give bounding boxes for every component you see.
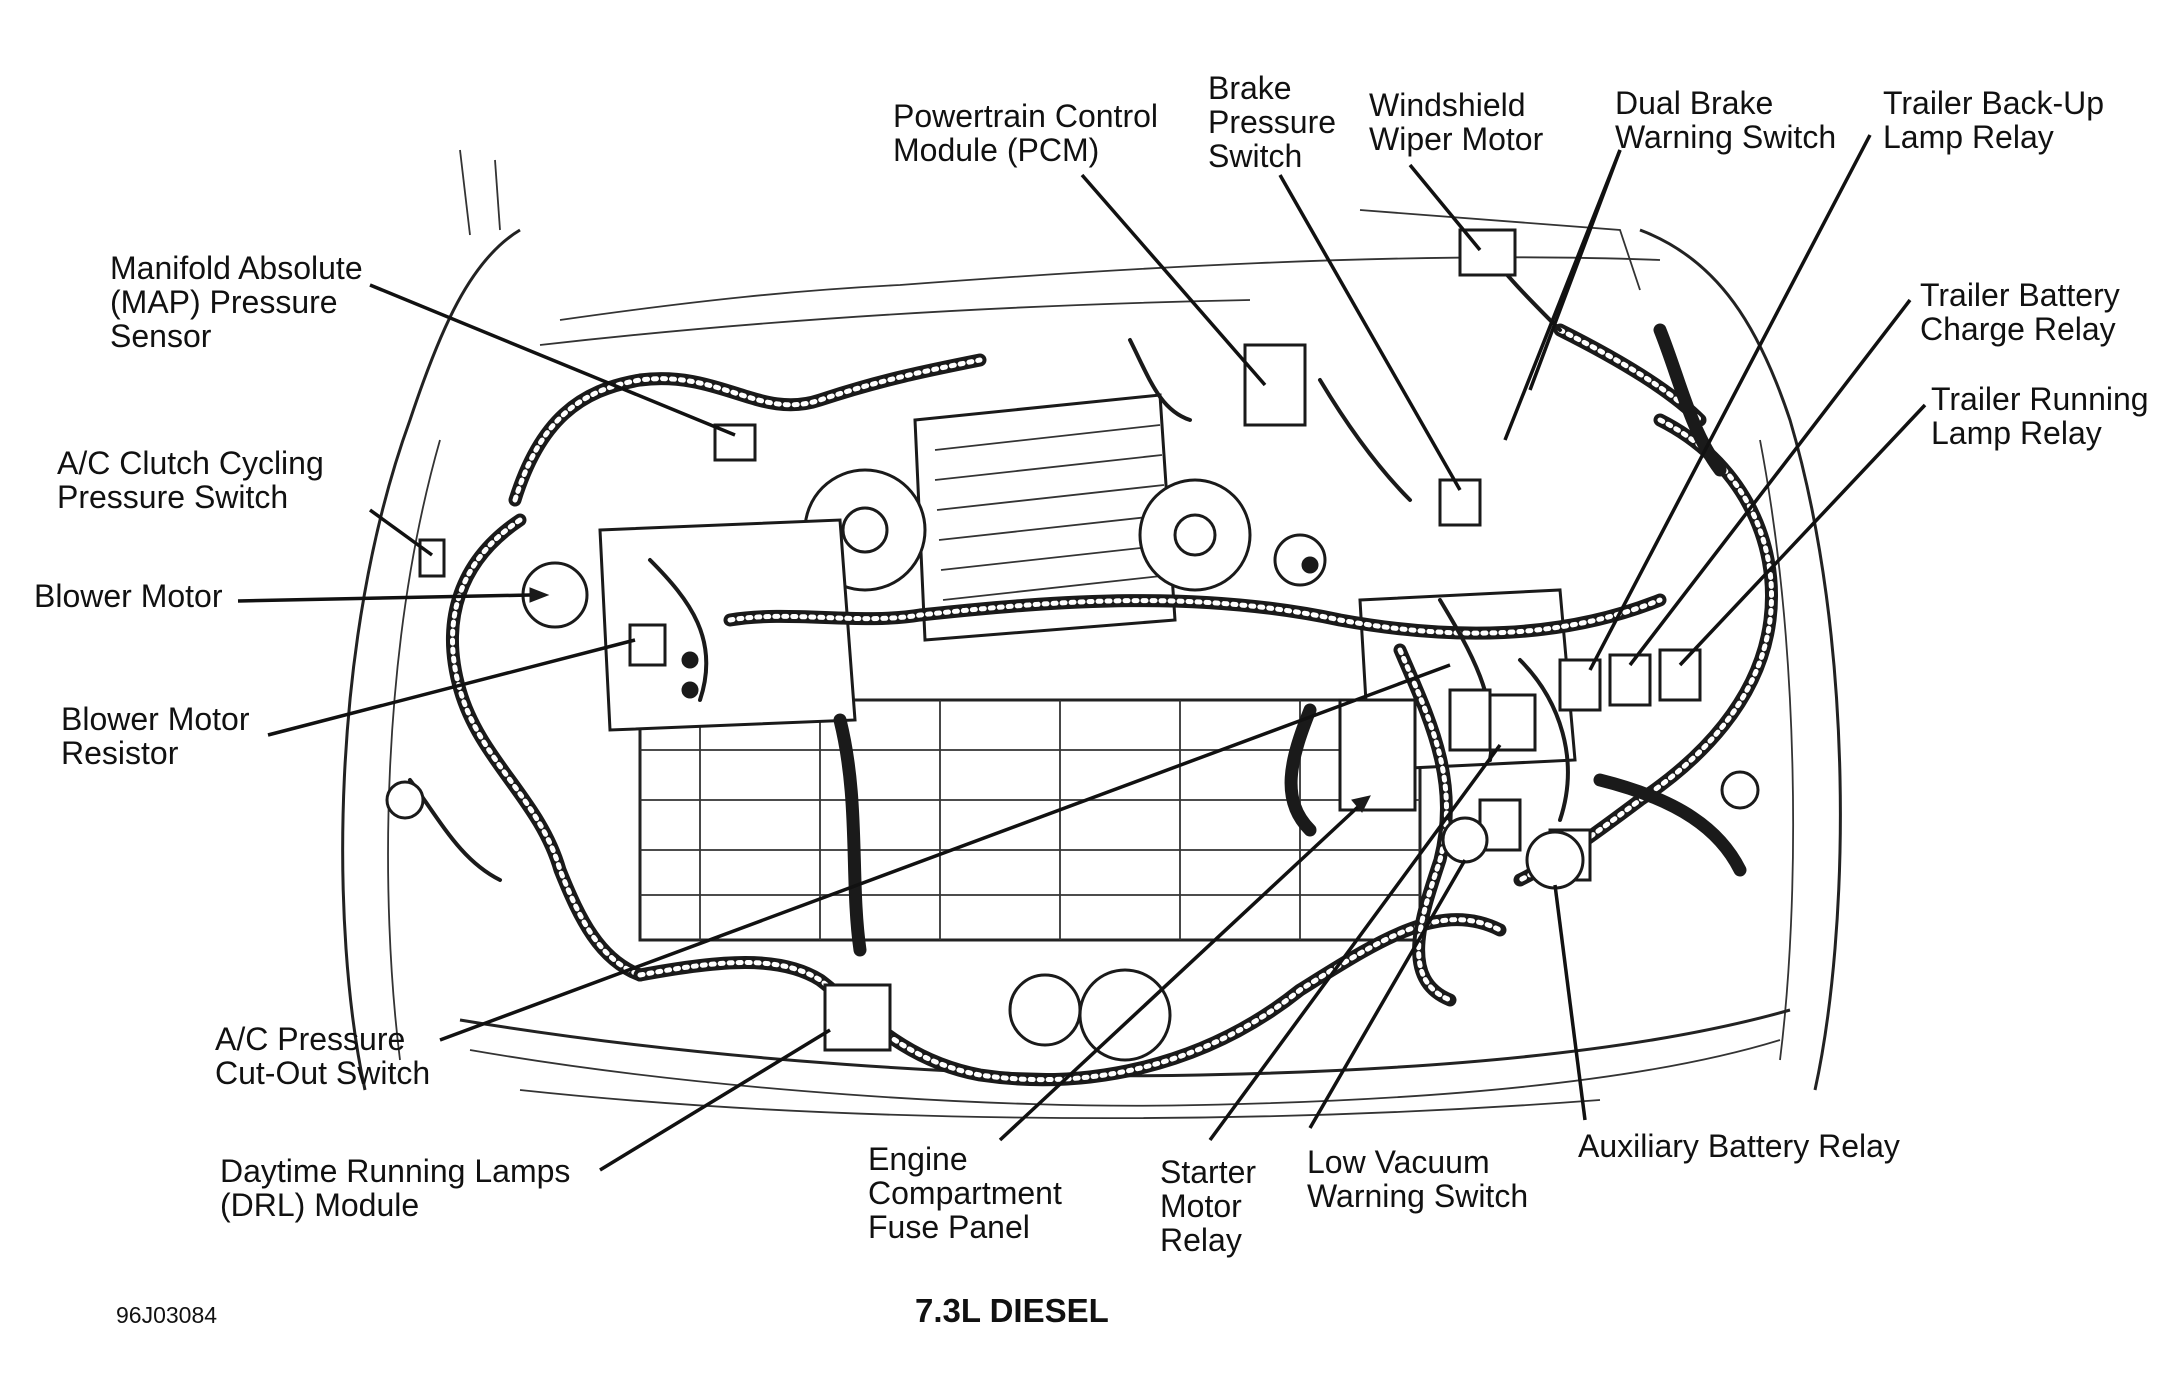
leader-aux-battery-relay bbox=[1553, 884, 1587, 1121]
pcm-part bbox=[1243, 343, 1307, 427]
leader-fuse-panel bbox=[998, 803, 1362, 1142]
label-trailer-backup-relay: Trailer Back-Up Lamp Relay bbox=[1883, 85, 2113, 155]
figure-code: 96J03084 bbox=[116, 1302, 217, 1328]
wiper-motor-part bbox=[1458, 228, 1517, 277]
leader-starter-relay bbox=[1208, 743, 1502, 1142]
leader-map-sensor bbox=[369, 283, 736, 437]
leader-low-vacuum-switch bbox=[1308, 859, 1467, 1129]
leader-drl-module bbox=[599, 1028, 831, 1172]
leader-pcm bbox=[1080, 173, 1267, 387]
leader-blower-motor bbox=[237, 593, 531, 603]
leader-trailer-battery bbox=[1628, 298, 1912, 667]
starter-relay-part bbox=[1488, 693, 1537, 752]
label-blower-resistor: Blower Motor Resistor bbox=[61, 701, 258, 771]
label-pcm: Powertrain Control Module (PCM) bbox=[893, 98, 1167, 168]
label-trailer-running-relay: Trailer Running Lamp Relay bbox=[1931, 381, 2157, 451]
label-dual-brake-switch: Dual Brake Warning Switch bbox=[1615, 85, 1836, 155]
label-map-sensor: Manifold Absolute (MAP) Pressure Sensor bbox=[110, 250, 372, 354]
low-vacuum-switch-part bbox=[1441, 816, 1489, 864]
figure-title: 7.3L DIESEL bbox=[915, 1292, 1109, 1329]
label-wiper-motor: Windshield Wiper Motor bbox=[1369, 87, 1544, 157]
label-brake-pressure-switch: Brake Pressure Switch bbox=[1208, 70, 1345, 174]
engine-block bbox=[803, 393, 1327, 1062]
label-ac-cutout-switch: A/C Pressure Cut-Out Switch bbox=[215, 1021, 430, 1091]
label-low-vacuum-switch: Low Vacuum Warning Switch bbox=[1307, 1144, 1528, 1214]
drl-module-box bbox=[823, 983, 892, 1052]
aux-battery-relay-part bbox=[1525, 830, 1585, 890]
ac-clutch-switch-part bbox=[418, 538, 446, 578]
label-drl-module: Daytime Running Lamps (DRL) Module bbox=[220, 1153, 579, 1223]
leader-dual-brake-2 bbox=[1503, 149, 1622, 441]
blower-resistor-part bbox=[628, 623, 667, 667]
label-ac-clutch-switch: A/C Clutch Cycling Pressure Switch bbox=[57, 445, 333, 515]
leader-blower-resistor bbox=[267, 638, 636, 737]
label-trailer-battery-relay: Trailer Battery Charge Relay bbox=[1920, 277, 2129, 347]
fuse-panel-part bbox=[1338, 698, 1417, 812]
leader-trailer-backup bbox=[1588, 134, 1872, 671]
engine-illustration bbox=[341, 149, 1842, 1120]
leader-wiper-motor bbox=[1408, 163, 1482, 252]
leader-brake-pressure-switch bbox=[1278, 174, 1462, 491]
label-fuse-panel: Engine Compartment Fuse Panel bbox=[868, 1141, 1071, 1245]
label-starter-relay: Starter Motor Relay bbox=[1160, 1154, 1265, 1258]
leader-trailer-running bbox=[1678, 403, 1927, 667]
leader-lines bbox=[237, 134, 1927, 1172]
label-aux-battery-relay: Auxiliary Battery Relay bbox=[1578, 1128, 1900, 1164]
label-blower-motor: Blower Motor bbox=[34, 578, 223, 614]
leader-ac-clutch-switch bbox=[368, 508, 434, 557]
leader-ac-cutout-switch bbox=[439, 663, 1451, 1042]
